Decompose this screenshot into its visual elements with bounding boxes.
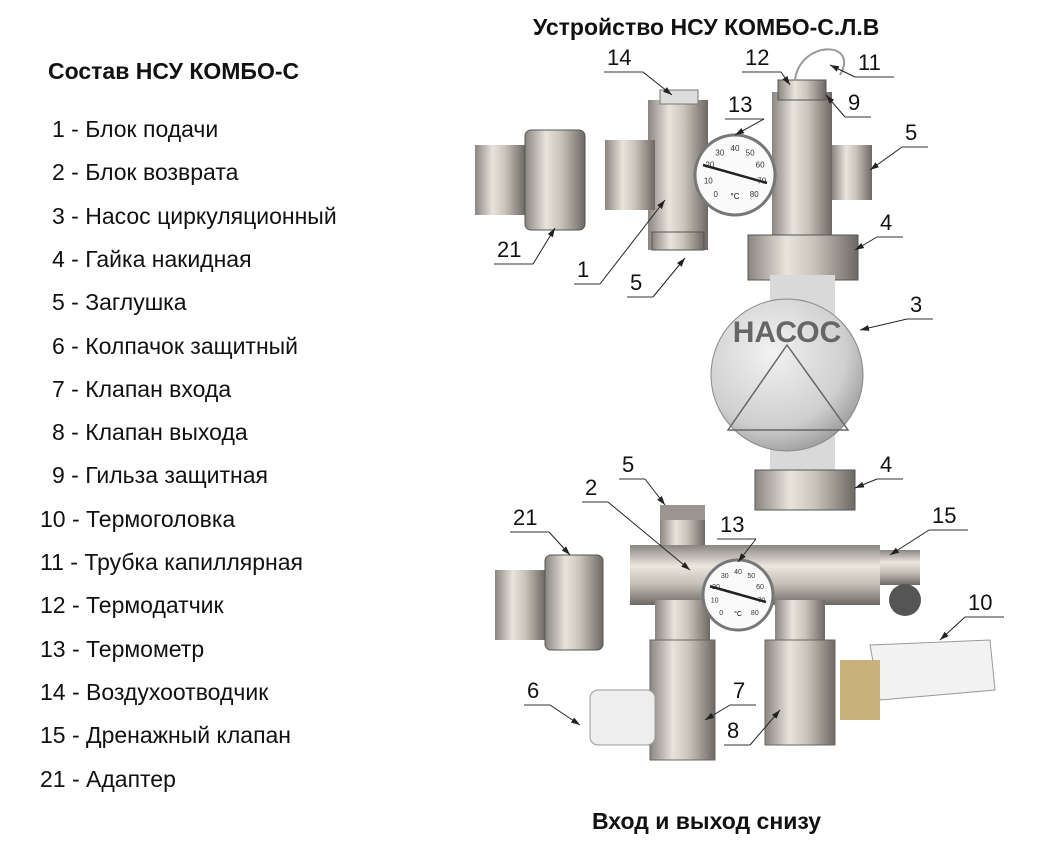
callout-leader-arrow <box>644 478 666 506</box>
thermometer: 01020304050607080°C <box>701 558 775 632</box>
parts-list-item: 3 - Насос циркуляционный <box>52 202 337 229</box>
callout-leader-arrow <box>829 64 856 78</box>
list-title: Состав НСУ КОМБО-С <box>48 58 300 84</box>
parts-list-item: 1 - Блок подачи <box>52 116 219 142</box>
callout-label: 10 <box>968 590 993 615</box>
callout-label: 3 <box>910 292 923 317</box>
callout-leader-arrow <box>749 709 781 746</box>
parts-list-item: 2 - Блок возврата <box>52 159 239 186</box>
thermometer-scale-label: 10 <box>711 598 719 605</box>
thermometer-scale-label: 60 <box>756 584 764 591</box>
thermometer-needle <box>709 585 767 604</box>
callout-leader-arrow <box>854 236 878 251</box>
parts-list-item: 10 - Термоголовка <box>40 505 236 532</box>
thermometer-scale-label: 50 <box>746 148 755 157</box>
callout-leader-arrow <box>704 704 731 721</box>
thermometer-scale-label: 0 <box>714 190 719 199</box>
thermometer-scale-label: 30 <box>715 148 724 157</box>
callout-leader-arrow <box>825 94 846 118</box>
thermometer-scale-label: 50 <box>747 573 755 580</box>
parts-list-item: 15 - Дренажный клапан <box>40 722 292 749</box>
callout-leader-arrow <box>737 538 757 563</box>
callout-leader-arrow <box>548 531 571 556</box>
callout-leader-arrow <box>854 478 878 489</box>
callout-leader-arrow <box>599 199 666 285</box>
callout-label: 11 <box>858 50 881 75</box>
callout-label: 21 <box>513 505 538 530</box>
parts-list-item: 5 - Заглушка <box>52 289 187 316</box>
parts-list-item: 13 - Термометр <box>40 635 205 662</box>
callout-leader-arrow <box>549 704 581 726</box>
callout-label: 4 <box>880 210 893 235</box>
adapter-bottom <box>495 554 604 651</box>
parts-list-item: 4 - Гайка накидная <box>52 245 252 272</box>
callout-leader-arrow <box>532 227 556 265</box>
parts-list-item: 14 - Воздухоотводчик <box>40 678 269 705</box>
callout-label: 5 <box>905 120 918 145</box>
pump-label: НАСОС <box>733 316 842 349</box>
callout-label: 6 <box>527 678 540 703</box>
thermometer-scale-label: 40 <box>731 144 740 153</box>
callout-leader-arrow <box>780 71 791 86</box>
device-title: Устройство НСУ КОМБО-С.Л.В <box>533 14 880 40</box>
pump: НАСОС <box>710 275 864 511</box>
thermometer-needle <box>702 163 768 185</box>
bottom-title: Вход и выход снизу <box>592 808 822 834</box>
callout-leader-arrow <box>642 71 673 96</box>
callout-label: 14 <box>607 45 632 70</box>
thermometer-scale-label: 60 <box>756 161 765 170</box>
parts-list-item: 7 - Клапан входа <box>52 375 232 402</box>
parts-list-item: 12 - Термодатчик <box>40 592 224 619</box>
thermometer-scale-label: 30 <box>721 573 729 580</box>
thermometer-scale-label: 80 <box>750 190 759 199</box>
callout-label: 15 <box>932 503 957 528</box>
callout-label: 12 <box>745 45 770 70</box>
callout-leader-arrow <box>652 257 686 298</box>
callout-label: 2 <box>585 475 598 500</box>
parts-list-item: 11 - Трубка капиллярная <box>40 549 303 575</box>
parts-list-item: 9 - Гильза защитная <box>52 462 268 489</box>
callout-label: 1 <box>577 257 590 282</box>
callout-label: 8 <box>727 718 740 743</box>
callout-label: 13 <box>728 92 753 117</box>
return-block <box>589 505 996 761</box>
callout-label: 5 <box>622 452 635 477</box>
callout-leader-arrow <box>939 616 966 641</box>
thermometer-scale-label: 40 <box>734 569 742 576</box>
callout-leader-arrow <box>859 318 908 331</box>
parts-list-item: 21 - Адаптер <box>40 765 176 792</box>
thermometer-unit: °C <box>734 610 742 618</box>
callout-label: 5 <box>630 270 643 295</box>
callout-label: 13 <box>720 512 745 537</box>
callout-leader-arrow <box>734 118 765 136</box>
parts-list-item: 6 - Колпачок защитный <box>52 332 299 359</box>
callout-label: 4 <box>880 452 893 477</box>
thermometer-scale-label: 0 <box>719 610 723 617</box>
callout-label: 21 <box>497 237 522 262</box>
callout-leader-arrow <box>607 501 691 571</box>
thermometer: 01020304050607080°C <box>693 133 777 217</box>
adapter-top <box>475 129 586 231</box>
thermometer-scale-label: 20 <box>705 161 714 170</box>
thermometer-scale-label: 10 <box>704 176 713 185</box>
parts-list-item: 8 - Клапан выхода <box>52 419 248 446</box>
thermometer-scale-label: 80 <box>751 610 759 617</box>
callout-label: 7 <box>733 678 746 703</box>
callout-label: 9 <box>848 90 861 115</box>
callout-leader-arrow <box>889 529 930 556</box>
callout-leader-arrow <box>869 146 903 171</box>
thermometer-unit: °C <box>731 192 740 201</box>
